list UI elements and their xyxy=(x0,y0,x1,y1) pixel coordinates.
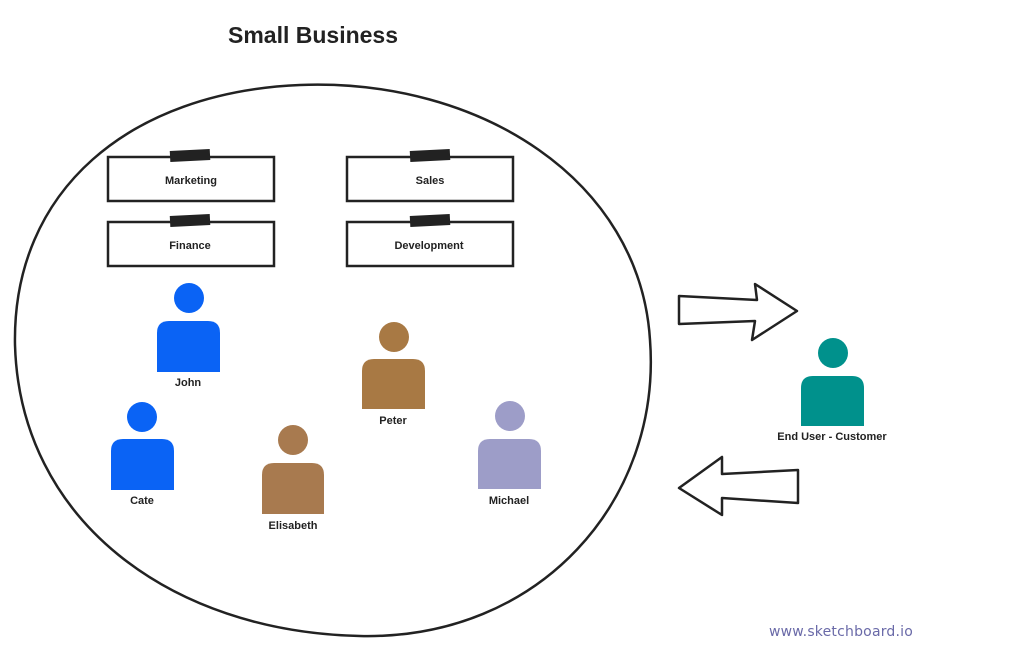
business-boundary xyxy=(13,83,653,638)
customer-head xyxy=(818,338,848,368)
dept-marketing-label: Marketing xyxy=(165,175,217,187)
person-michael-head xyxy=(495,401,525,431)
person-peter[interactable]: Peter xyxy=(362,322,425,427)
customer-label: End User - Customer xyxy=(777,431,887,443)
person-elisabeth-body xyxy=(262,463,324,514)
person-elisabeth-head xyxy=(278,425,308,455)
person-john-body xyxy=(157,321,220,372)
person-cate-head xyxy=(127,402,157,432)
person-john-label: John xyxy=(175,377,202,389)
dept-sales-label: Sales xyxy=(416,175,445,187)
person-michael-label: Michael xyxy=(489,495,529,507)
person-elisabeth[interactable]: Elisabeth xyxy=(262,425,324,532)
person-john-head xyxy=(174,283,204,313)
person-elisabeth-label: Elisabeth xyxy=(269,520,318,532)
dept-sales[interactable]: Sales xyxy=(345,148,515,203)
person-peter-head xyxy=(379,322,409,352)
watermark[interactable]: www.sketchboard.io xyxy=(769,624,914,640)
arrow-to-customer xyxy=(677,282,799,342)
person-michael-body xyxy=(478,439,541,489)
dept-finance[interactable]: Finance xyxy=(106,213,276,268)
customer-body xyxy=(801,376,864,426)
dept-development-label: Development xyxy=(394,240,463,252)
diagram-title: Small Business xyxy=(228,22,399,48)
person-cate-body xyxy=(111,439,174,490)
person-john[interactable]: John xyxy=(157,283,220,389)
arrow-to-business xyxy=(677,455,800,517)
person-cate[interactable]: Cate xyxy=(111,402,174,507)
person-michael[interactable]: Michael xyxy=(478,401,541,507)
person-peter-body xyxy=(362,359,425,409)
customer[interactable]: End User - Customer xyxy=(777,338,887,443)
dept-finance-label: Finance xyxy=(169,240,211,252)
person-cate-label: Cate xyxy=(130,495,154,507)
dept-development[interactable]: Development xyxy=(345,213,515,268)
person-peter-label: Peter xyxy=(379,415,407,427)
dept-marketing[interactable]: Marketing xyxy=(106,148,276,203)
